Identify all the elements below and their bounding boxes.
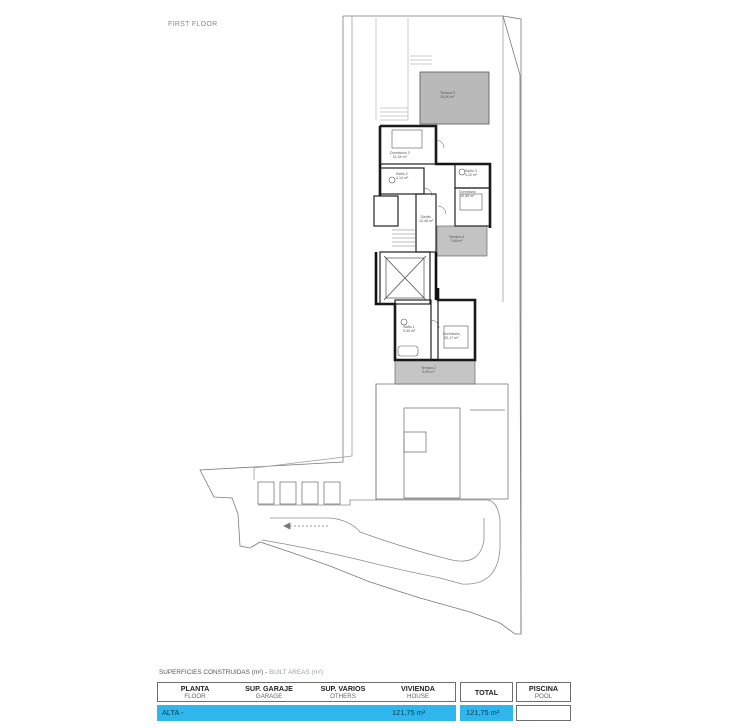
header-label: PISCINA: [528, 684, 559, 693]
room-area: 25,50 m²: [440, 95, 455, 100]
stair-void: [379, 251, 431, 305]
room-name: Dormitorio: [459, 190, 476, 194]
surfaces-caption: SUPERFICIES CONSTRUIDAS (m²) - BUILT ARE…: [159, 669, 323, 676]
door-swing: [430, 319, 440, 329]
header-label: PLANTA: [180, 684, 210, 693]
header-sublabel: GARAGE: [255, 693, 283, 700]
void-inner: [385, 257, 425, 299]
room-area: 10,46 m²: [419, 219, 434, 224]
row-floor-value: ALTA -: [162, 708, 184, 717]
header-others: SUP. VARIOS OTHERS: [306, 683, 380, 700]
room-label-terraza-2: Terraza 2 9,69 m²: [421, 366, 436, 374]
header-total: TOTAL: [461, 687, 512, 697]
room-name: Terraza 4: [449, 235, 464, 239]
ramp-arrow: [283, 522, 291, 530]
room-area: 11,34 m²: [392, 155, 407, 160]
dormitorio-main-room: [437, 299, 476, 361]
room-area: 10,58 m²: [460, 194, 475, 199]
header-label: SUP. GARAJE: [245, 684, 293, 693]
header-sublabel: FLOOR: [184, 693, 206, 700]
header-label: VIVIENDA: [401, 684, 435, 693]
header-sublabel: OTHERS: [330, 693, 356, 700]
stair-lines: [375, 18, 432, 121]
pool-outline: [403, 407, 461, 499]
car-slot: [257, 481, 275, 505]
room-name: Baño 2: [396, 172, 408, 176]
room-area: 9,69 m²: [422, 370, 435, 375]
header-sublabel: POOL: [534, 693, 553, 700]
door-swing: [437, 205, 447, 215]
sink-icon: [458, 168, 466, 176]
header-floor: PLANTA FLOOR: [158, 683, 232, 700]
setback-line: [253, 16, 353, 480]
surfaces-caption-en: BUILT AREAS (m²): [269, 669, 324, 676]
room-name: Distrib.: [420, 215, 432, 219]
bathtub-icon: [397, 345, 419, 357]
plan-title: FIRST FLOOR: [168, 21, 218, 28]
room-name: Dormitorio: [443, 332, 460, 336]
header-label: SUP. VARIOS: [320, 684, 366, 693]
surfaces-row-pool: [516, 705, 571, 721]
bano-2-room: [379, 167, 425, 195]
bed-icon: [443, 325, 469, 349]
car-slot: [301, 481, 319, 505]
row-total-value: 121,75 m²: [466, 708, 500, 717]
header-house: VIVIENDA HOUSE: [380, 683, 456, 700]
room-name: Terraza 2: [421, 366, 436, 370]
room-area: 9,40 m²: [403, 329, 416, 334]
terrace-3: [419, 71, 490, 125]
surfaces-header-total: TOTAL: [460, 682, 513, 702]
pool-step: [403, 431, 427, 453]
surfaces-header-pool: PISCINA POOL: [516, 682, 571, 702]
plot-boundary: [199, 15, 522, 635]
driveway: [258, 499, 501, 585]
plot-edge-right: [502, 15, 522, 635]
surfaces-header-main: PLANTA FLOOR SUP. GARAJE GARAGE SUP. VAR…: [157, 682, 456, 702]
bano-1-room: [394, 299, 432, 361]
header-pool: PISCINA POOL: [517, 683, 570, 700]
room-area: 4,14 m²: [396, 176, 409, 181]
room-area: 4,22 m²: [465, 173, 478, 178]
room-label-dormitorio-3: Dormitorio 3 11,34 m²: [390, 151, 410, 159]
door-swing: [435, 139, 445, 149]
dormitorio-3-room: [379, 125, 437, 165]
toilet-icon: [400, 318, 408, 326]
room-area: 7,68 m²: [450, 239, 463, 244]
room-area: 20,17 m²: [444, 336, 459, 341]
sink-icon: [388, 176, 396, 184]
garden-area: [375, 383, 509, 500]
room-label-terraza-3: Terraza 3 25,50 m²: [440, 91, 455, 99]
room-label-bano-3: Baño 3 4,22 m²: [465, 169, 477, 177]
room-name: Baño 1: [403, 325, 415, 329]
row-house-value: 121,75 m²: [392, 708, 426, 717]
stair-treads: [392, 229, 416, 247]
header-sublabel: HOUSE: [406, 693, 429, 700]
dormitorio-room: [454, 187, 491, 227]
header-garage: SUP. GARAJE GARAGE: [232, 683, 306, 700]
car-slot: [323, 481, 341, 505]
balcony-block: [373, 195, 399, 227]
room-label-dormitorio: Dormitorio 10,58 m²: [459, 190, 476, 198]
room-name: Dormitorio 3: [390, 151, 410, 155]
surfaces-row-total: [460, 705, 513, 721]
surfaces-row-main: [157, 705, 456, 721]
bed-icon: [459, 193, 483, 211]
car-slot: [279, 481, 297, 505]
room-label-bano-2: Baño 2 4,14 m²: [396, 172, 408, 180]
room-name: Terraza 3: [440, 91, 455, 95]
bed-icon: [391, 129, 423, 149]
room-label-distrib: Distrib. 10,46 m²: [419, 215, 433, 223]
void-cross: [383, 255, 427, 301]
driveway-inner: [270, 517, 485, 562]
door-swing: [423, 187, 433, 197]
room-label-bano-1: Baño 1 9,40 m²: [403, 325, 415, 333]
room-label-dormitorio-main: Dormitorio 20,17 m²: [443, 332, 460, 340]
surfaces-caption-es: SUPERFICIES CONSTRUIDAS (m²) -: [159, 669, 268, 676]
header-label: TOTAL: [474, 688, 499, 697]
room-label-terraza-4: Terraza 4 7,68 m²: [449, 235, 464, 243]
room-name: Baño 3: [465, 169, 477, 173]
